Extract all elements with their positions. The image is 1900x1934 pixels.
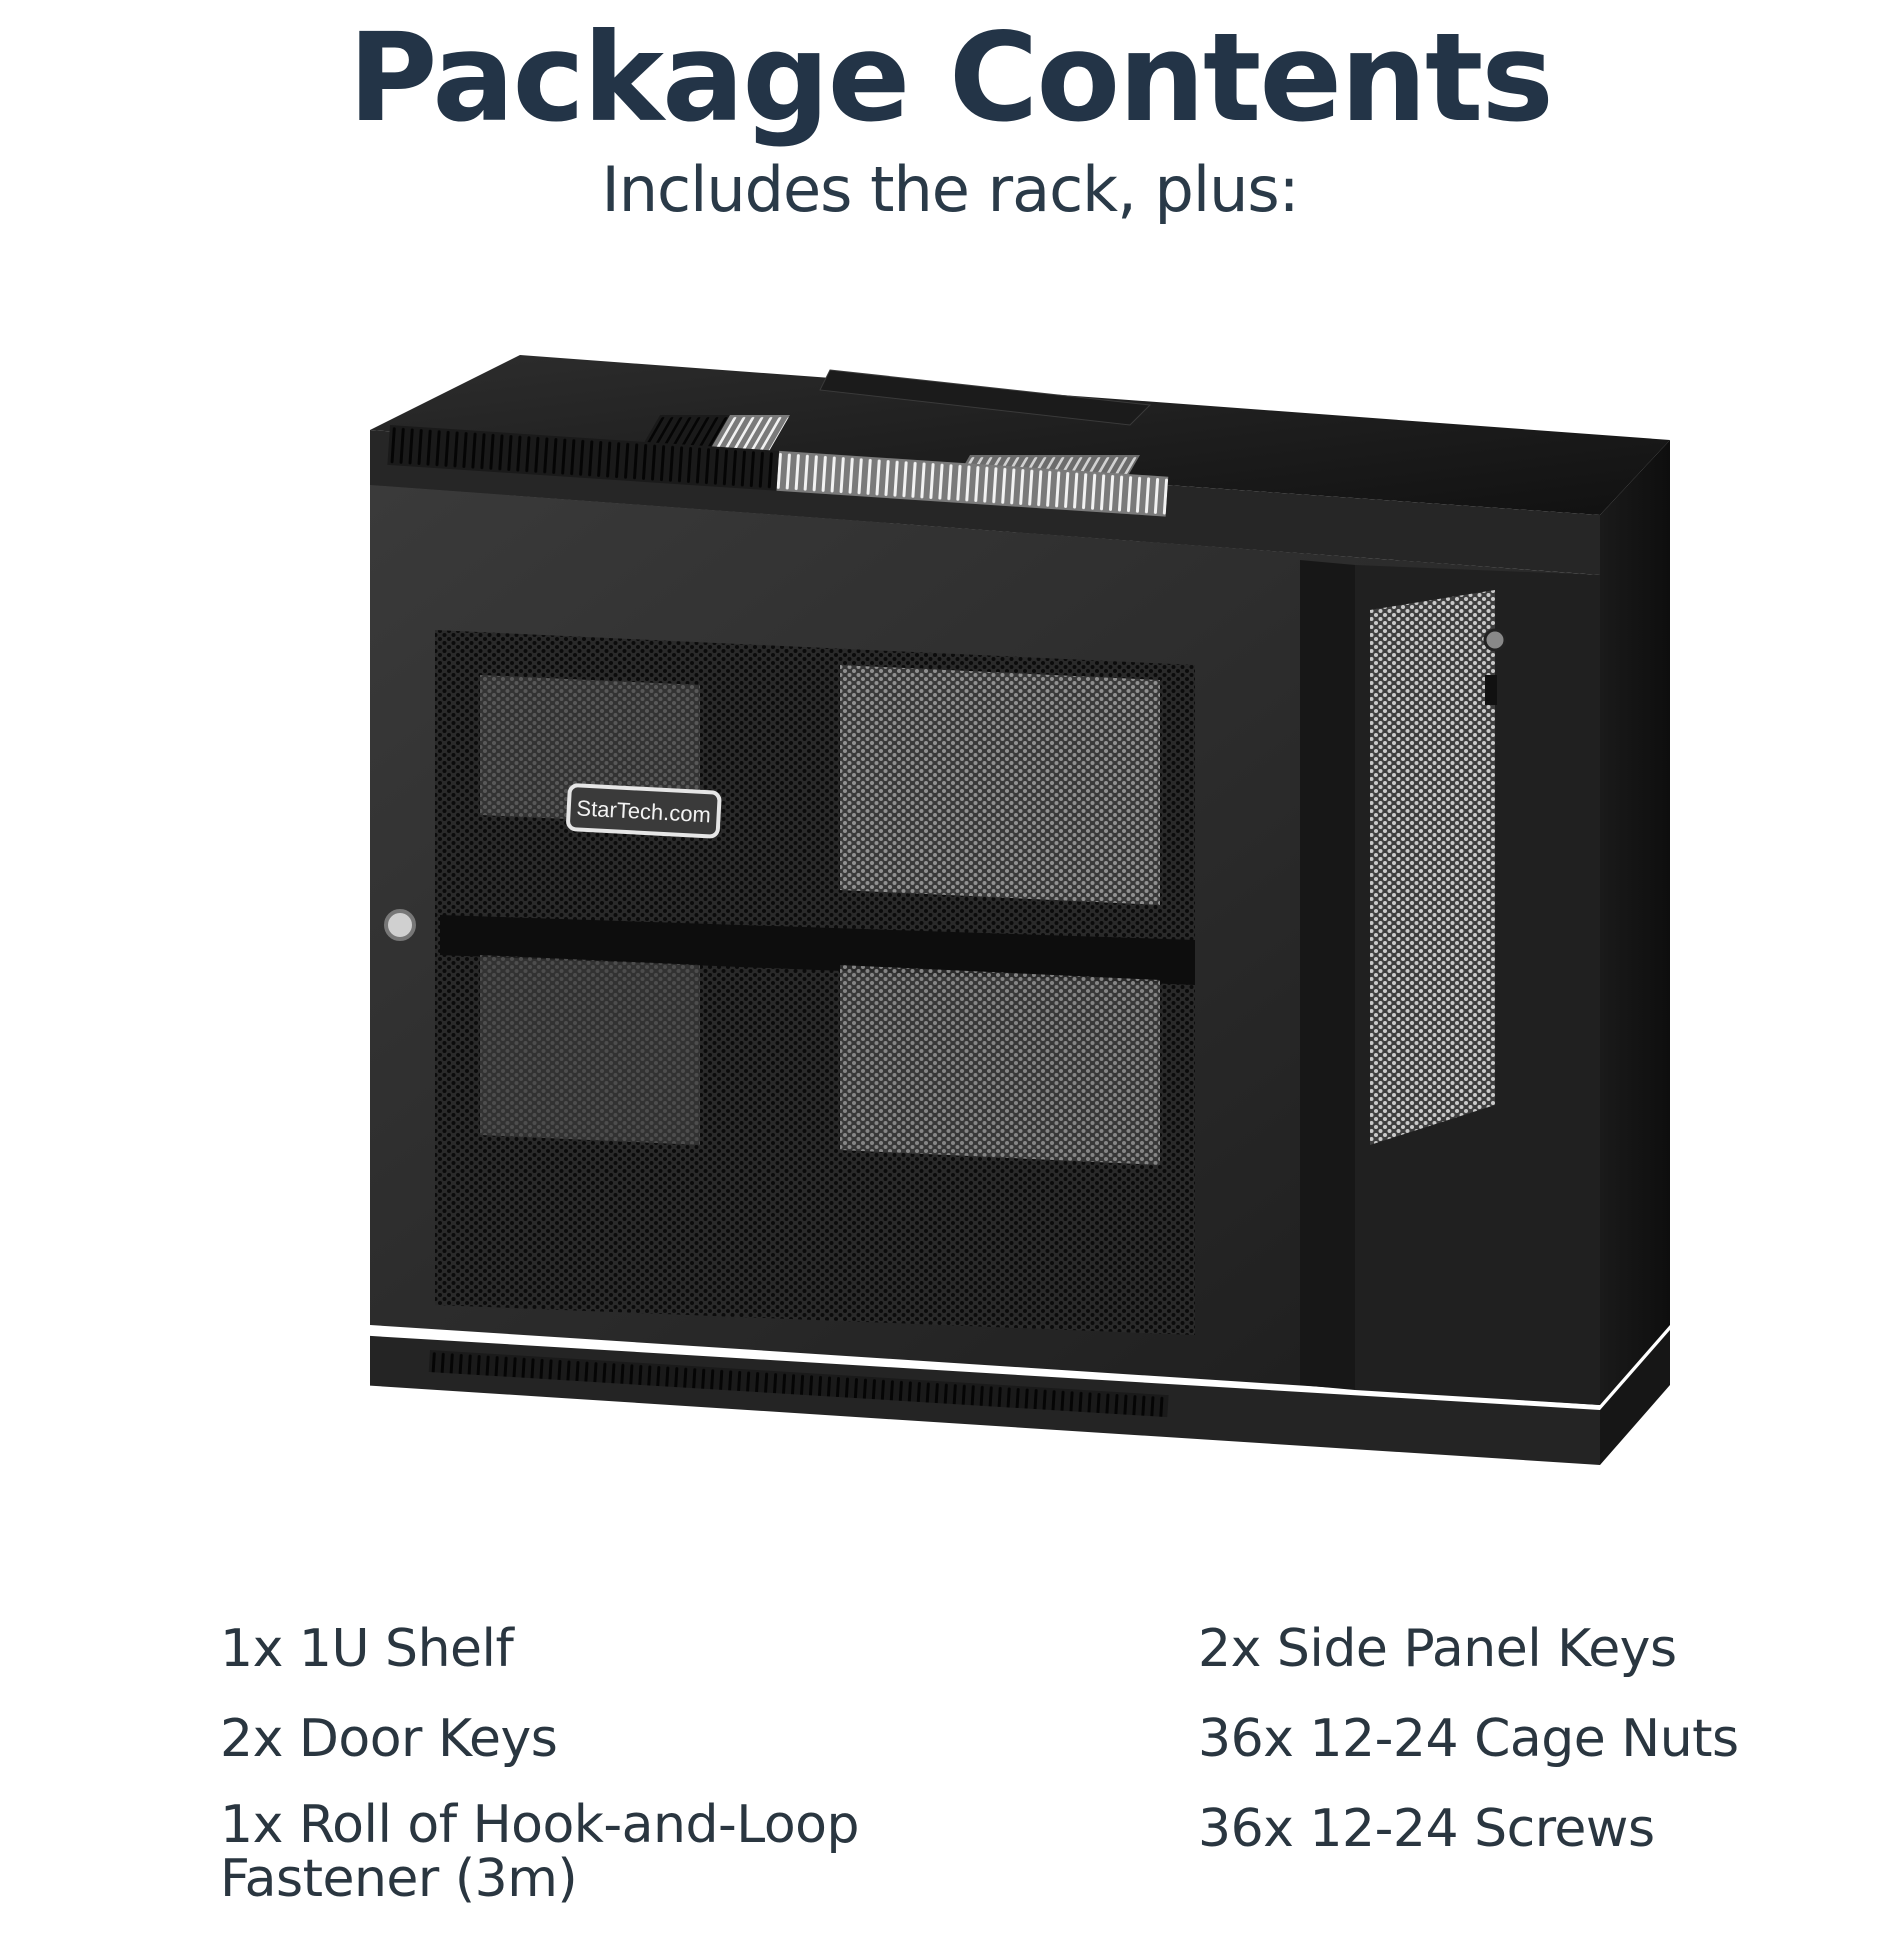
page-title: Package Contents <box>348 7 1554 149</box>
product-image: StarTech.com <box>355 345 1670 1495</box>
list-item: 2x Door Keys <box>220 1709 558 1769</box>
door-lock-icon <box>384 909 416 941</box>
list-item: 36x 12-24 Screws <box>1198 1799 1655 1859</box>
contents-list-right: 2x Side Panel Keys 36x 12-24 Cage Nuts 3… <box>1198 1618 1739 1888</box>
list-item: 1x 1U Shelf <box>220 1619 514 1679</box>
brand-badge: StarTech.com <box>566 783 722 839</box>
front-top-vent <box>387 425 1169 517</box>
page-subtitle: Includes the rack, plus: <box>601 153 1299 226</box>
list-item: 36x 12-24 Cage Nuts <box>1198 1709 1739 1769</box>
list-item: 2x Side Panel Keys <box>1198 1619 1677 1679</box>
contents-list-left: 1x 1U Shelf 2x Door Keys 1x Roll of Hook… <box>220 1618 860 1934</box>
list-item: 1x Roll of Hook-and-Loop Fastener (3m) <box>220 1795 859 1909</box>
bottom-vent <box>428 1350 1169 1418</box>
